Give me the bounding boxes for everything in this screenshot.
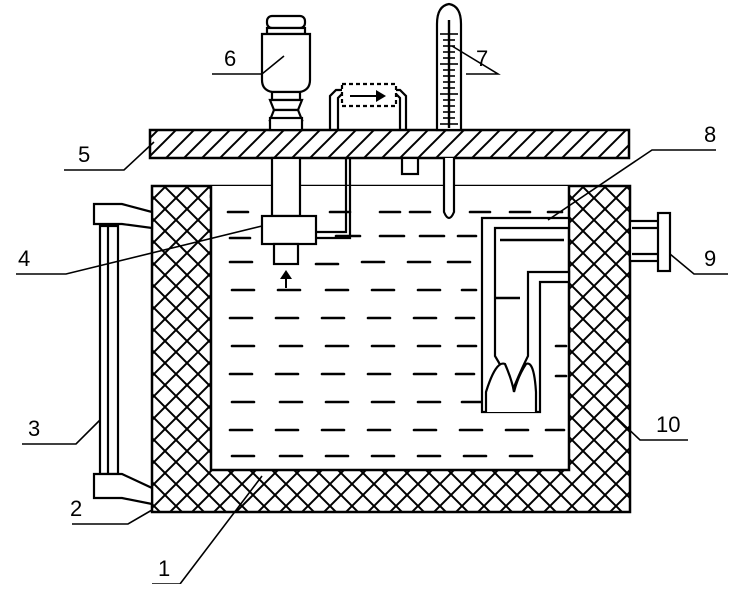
label-10: 10 <box>656 412 680 437</box>
label-2: 2 <box>70 496 82 521</box>
label-1: 1 <box>158 556 170 581</box>
leader-lines <box>16 45 728 585</box>
label-9: 9 <box>704 246 716 271</box>
lid-connector <box>400 156 420 176</box>
lid-plate <box>148 128 631 160</box>
sight-glass <box>92 202 154 506</box>
u-tube-heater <box>480 216 571 414</box>
label-4: 4 <box>18 246 30 271</box>
label-6: 6 <box>224 46 236 71</box>
label-7: 7 <box>476 46 488 71</box>
part-labels: 1 2 3 4 5 6 7 8 9 10 <box>18 46 716 581</box>
up-arrow-icon <box>280 270 292 288</box>
thermometer-scale <box>440 33 458 125</box>
label-5: 5 <box>78 142 90 167</box>
stirrer-assembly <box>260 14 318 266</box>
right-arrow-icon <box>350 90 386 102</box>
side-gauge <box>628 211 672 273</box>
label-3: 3 <box>28 416 40 441</box>
liquid <box>226 210 568 458</box>
thermometer <box>435 2 463 220</box>
label-8: 8 <box>704 122 716 147</box>
